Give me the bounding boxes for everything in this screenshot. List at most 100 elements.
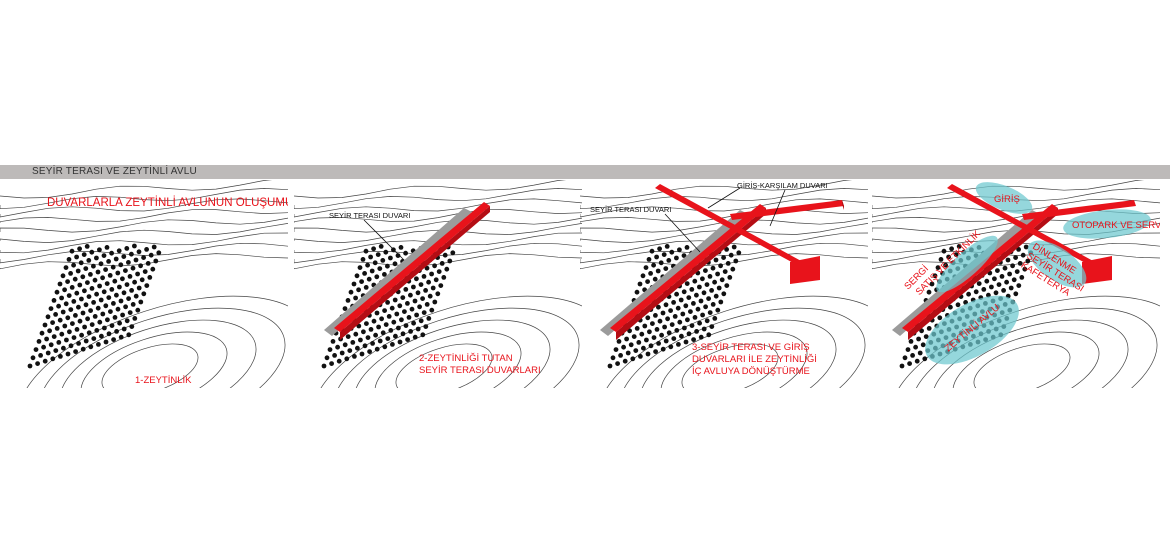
olive-tree [41, 344, 46, 350]
olive-tree [397, 339, 403, 345]
olive-tree [83, 338, 89, 344]
olive-tree [643, 265, 649, 270]
olive-tree [353, 331, 359, 337]
panel-3-inner-courtyard: SEYİR TERASI DUVARI GİRİŞ-KARŞILAM DUVAR… [580, 180, 868, 388]
contour-line [0, 209, 288, 223]
olive-tree [369, 268, 375, 274]
contour-line [0, 188, 288, 210]
callout-line-terrace [664, 213, 701, 253]
panel-3-label-line3: İÇ AVLUYA DÖNÜŞTÜRME [692, 366, 810, 377]
contour-line [580, 253, 868, 270]
olive-tree [956, 244, 962, 249]
olive-tree [98, 261, 104, 267]
olive-tree [118, 262, 124, 268]
contour-loop [374, 331, 522, 388]
olive-tree [388, 328, 394, 333]
panel-2-diagram: SEYİR TERASI DUVARI 2-ZEYTİNLİĞİ TUTAN S… [294, 180, 582, 388]
olive-tree [668, 308, 673, 313]
entry-zone [975, 182, 1033, 214]
olive-tree [651, 335, 657, 340]
olive-tree [669, 322, 675, 327]
olive-tree [70, 321, 75, 326]
olive-tree [976, 281, 982, 286]
olive-tree [35, 361, 40, 366]
olive-tree [645, 279, 650, 284]
olive-tree [1023, 244, 1029, 250]
olive-tree [80, 310, 86, 316]
olive-tree [42, 358, 48, 364]
olive-tree [118, 298, 124, 304]
olive-tree [421, 310, 427, 315]
olive-tree [45, 350, 51, 356]
olive-tree [355, 345, 360, 351]
olive-tree [377, 266, 383, 271]
contour-loop [353, 319, 551, 388]
zone-parking-label: OTOPARK VE SERVİS [1072, 220, 1160, 231]
olive-tree [392, 261, 398, 267]
olive-tree [701, 326, 707, 332]
olive-tree [399, 317, 404, 323]
olive-tree [365, 262, 370, 268]
olive-tree [79, 332, 84, 338]
olive-tree [902, 355, 908, 361]
olive-tree [115, 306, 121, 312]
olive-tree [151, 244, 157, 250]
exhibit-zone [936, 235, 998, 293]
olive-tree [1017, 261, 1023, 266]
olive-tree [102, 325, 107, 331]
olive-tree [636, 340, 642, 345]
olive-tree [394, 311, 400, 317]
callout-line-entry-1 [707, 187, 741, 209]
olive-tree [110, 264, 116, 270]
olive-tree [76, 341, 81, 346]
olive-tree [374, 310, 380, 316]
olive-tree [365, 335, 371, 340]
olive-tree [686, 295, 692, 300]
contour-loop [59, 319, 257, 388]
olive-tree [937, 315, 943, 321]
olive-tree [66, 257, 72, 262]
contour-line [0, 253, 288, 270]
olive-tree [677, 247, 682, 253]
olive-tree [610, 355, 616, 361]
olive-tree [59, 331, 65, 337]
olive-tree [691, 301, 696, 306]
olive-tree [679, 333, 684, 339]
olive-tree [662, 324, 667, 330]
olive-grove [607, 243, 742, 369]
olive-tree [368, 327, 374, 332]
olive-tree [938, 257, 944, 262]
contour-loop [311, 295, 582, 388]
olive-tree [48, 306, 54, 311]
olive-tree [675, 305, 681, 311]
olive-tree [96, 342, 101, 347]
terrace-wall [324, 202, 490, 340]
olive-tree [648, 343, 654, 349]
olive-tree [91, 300, 96, 305]
olive-tree [94, 291, 99, 297]
olive-tree [663, 266, 669, 271]
entry-wall-diagonal [655, 184, 814, 272]
olive-tree [94, 328, 100, 333]
olive-tree [391, 319, 397, 325]
parking-zone [1063, 209, 1151, 239]
olive-tree [622, 358, 628, 364]
entry-wall-end [842, 200, 844, 210]
olive-tree [657, 246, 662, 252]
olive-tree [447, 258, 453, 264]
olive-tree [383, 322, 389, 327]
olive-tree [692, 315, 698, 320]
olive-tree [363, 248, 369, 254]
olive-tree [385, 300, 390, 305]
olive-tree [414, 276, 419, 282]
wall-label: SEYİR TERASI DUVARI [590, 205, 671, 214]
olive-tree [709, 288, 714, 293]
contour-lines [0, 180, 288, 388]
olive-tree [126, 332, 132, 338]
olive-tree [615, 361, 620, 366]
olive-tree [354, 273, 360, 279]
olive-tree [80, 274, 86, 280]
olive-tree [625, 350, 631, 356]
olive-tree [89, 322, 95, 327]
olive-tree [94, 255, 99, 261]
